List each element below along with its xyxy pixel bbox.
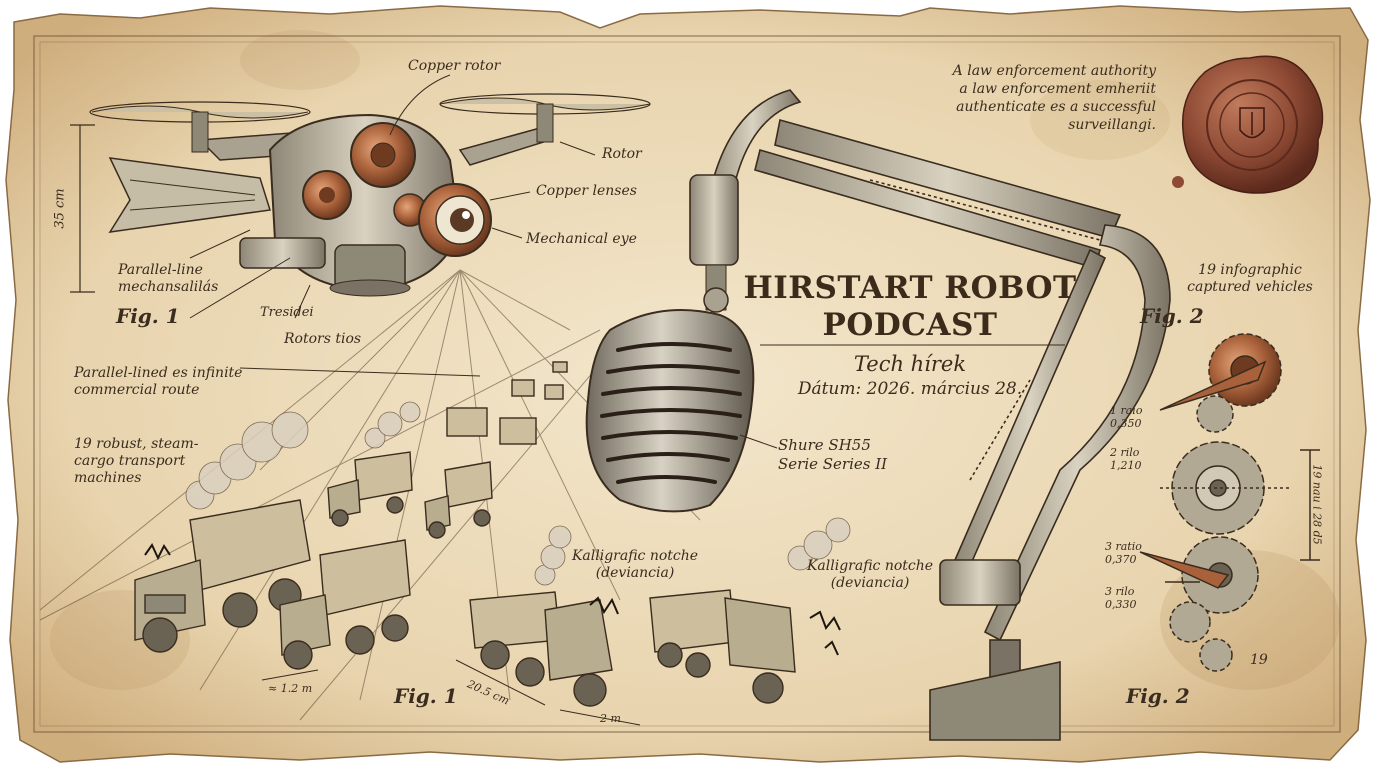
label-route-2: commercial route — [74, 382, 200, 398]
steam-clouds — [185, 401, 851, 586]
measure-m3: 2 m — [600, 712, 621, 725]
label-route: Parallel-lined es infinite commercial ro… — [74, 365, 242, 399]
truck-5 — [469, 591, 613, 707]
fig-2-top: Fig. 2 — [1140, 304, 1204, 328]
label-parallel-line-2: mechansalilás — [118, 279, 219, 295]
label-kalligrafic-2: Kalligrafic notche (deviancia) — [800, 558, 940, 592]
truck-2 — [279, 539, 411, 670]
label-microphone: Shure SH55 Serie Series II — [778, 436, 887, 474]
legal-note-line: a law enforcement emheriit — [959, 81, 1156, 97]
label-route-1: Parallel-lined es infinite — [74, 365, 243, 381]
legal-note: A law enforcement authority a law enforc… — [920, 62, 1156, 134]
gear-count: 19 — [1250, 652, 1268, 668]
podcast-date: Dátum: 2026. március 28. — [797, 379, 1023, 399]
legal-note-line: surveillangi. — [1068, 117, 1156, 133]
ratio-2-value: 1,210 — [1110, 459, 1142, 472]
kalligrafic-notches — [144, 543, 841, 656]
ratio-2: 2 rilo 1,210 — [1110, 446, 1142, 472]
label-copper-rotor: Copper rotor — [408, 58, 501, 74]
label-height: 35 cm — [52, 188, 68, 229]
label-tresidei: Tresidei — [260, 305, 314, 320]
label-rotors-tios: Rotors tios — [284, 331, 362, 347]
ratio-3-label: 3 ratio — [1105, 540, 1142, 553]
truck-4 — [424, 461, 493, 539]
title-line-2: PODCAST — [822, 307, 998, 343]
gear-vertical-label: 19 nau i 28 d5 — [1310, 464, 1324, 545]
label-trucks: 19 robust, steam- cargo transport machin… — [74, 436, 199, 487]
label-gears: 19 infographic captured vehicles — [1180, 262, 1320, 296]
measure-m1: ≈ 1.2 m — [268, 682, 313, 695]
drone-height-dimension — [70, 124, 95, 293]
boom-arm — [704, 89, 1171, 741]
truck-6 — [649, 589, 796, 704]
truck-dimensions — [261, 659, 641, 726]
label-mechanical-eye: Mechanical eye — [526, 231, 637, 247]
fig-2-bottom: Fig. 2 — [1126, 684, 1190, 708]
ratio-4: 3 rilo 0,330 — [1105, 585, 1137, 611]
label-parallel-line-1: Parallel-line — [118, 262, 203, 278]
label-trucks-2: cargo transport — [74, 453, 186, 469]
ratio-4-label: 3 rilo — [1105, 585, 1135, 598]
podcast-title: HIRSTART ROBOT PODCAST — [740, 270, 1080, 344]
fig-1-bottom: Fig. 1 — [394, 684, 458, 708]
label-kalligrafic-2-line: Kalligrafic notche — [806, 558, 934, 574]
label-kalligrafic-2-line: (deviancia) — [830, 575, 910, 591]
truck-1 — [134, 499, 311, 653]
title-line-1: HIRSTART ROBOT — [743, 270, 1077, 306]
ratio-3: 3 ratio 0,370 — [1105, 540, 1142, 566]
label-kalligrafic-1-line: (deviancia) — [595, 565, 675, 581]
truck-convoy — [134, 361, 796, 707]
label-trucks-1: 19 robust, steam- — [74, 436, 199, 452]
drone-callouts — [189, 74, 596, 377]
wax-seal — [1172, 55, 1324, 194]
label-gears-1: 19 infographic — [1198, 262, 1302, 278]
podcast-subtitle: Tech hírek — [853, 352, 967, 376]
steampunk-drone — [89, 93, 651, 297]
label-kalligrafic-1-line: Kalligrafic notche — [571, 548, 699, 564]
ratio-1-value: 0,350 — [1110, 417, 1142, 430]
fig-1-top: Fig. 1 — [116, 304, 180, 328]
ratio-1: 1 raio 0,350 — [1110, 404, 1142, 430]
label-rotor: Rotor — [602, 146, 642, 162]
legal-note-line: authenticate es a successful — [956, 99, 1156, 115]
label-trucks-3: machines — [74, 470, 142, 486]
label-kalligrafic-1: Kalligrafic notche (deviancia) — [560, 548, 710, 582]
label-parallel-line: Parallel-line mechansalilás — [118, 262, 218, 296]
ratio-3-value: 0,370 — [1105, 553, 1137, 566]
label-copper-lenses: Copper lenses — [536, 183, 637, 199]
mic-callout-line — [739, 434, 778, 449]
legal-note-line: A law enforcement authority — [952, 63, 1156, 79]
vintage-microphone — [585, 174, 755, 513]
ratio-1-label: 1 raio — [1110, 404, 1143, 417]
label-microphone-1: Shure SH55 — [778, 436, 871, 454]
label-microphone-2: Serie Series II — [778, 455, 888, 473]
ratio-2-label: 2 rilo — [1110, 446, 1140, 459]
truck-3 — [327, 451, 413, 527]
ratio-4-value: 0,330 — [1105, 598, 1137, 611]
label-gears-2: captured vehicles — [1187, 279, 1313, 295]
gear-assembly — [1139, 333, 1320, 672]
